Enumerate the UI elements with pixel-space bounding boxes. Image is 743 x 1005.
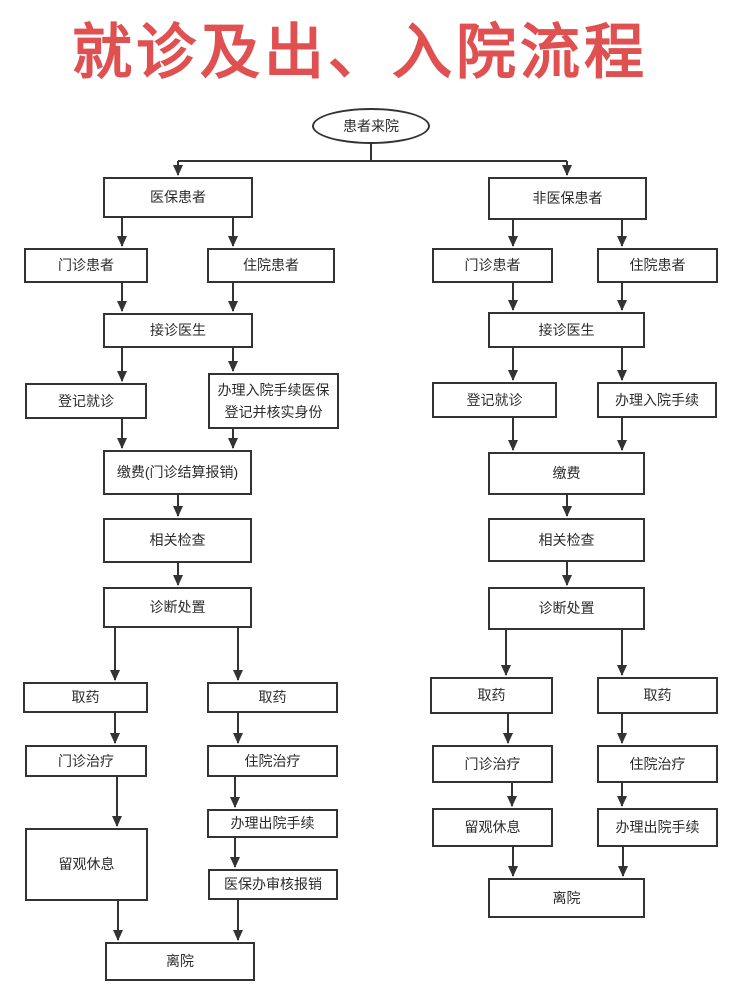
node-insured-insurance-audit: 医保办审核报销 (208, 869, 338, 900)
node-patient-arrival: 患者来院 (312, 108, 430, 144)
node-noninsured-medicine-inpatient: 取药 (597, 677, 718, 714)
node-insured-patient: 医保患者 (103, 177, 253, 218)
node-noninsured-medicine-outpatient: 取药 (430, 677, 553, 714)
node-noninsured-discharge: 办理出院手续 (597, 808, 718, 847)
node-noninsured-outpatient: 门诊患者 (432, 248, 553, 283)
node-noninsured-inpatient: 住院患者 (597, 248, 718, 283)
node-noninsured-inpatient-treatment: 住院治疗 (597, 745, 718, 783)
node-insured-observation-rest: 留观休息 (25, 828, 148, 901)
node-noninsured-observation-rest: 留观休息 (432, 808, 553, 847)
node-insured-doctor: 接诊医生 (103, 313, 253, 348)
insured-branch-connectors (110, 218, 243, 941)
node-noninsured-diagnosis: 诊断处置 (488, 587, 645, 630)
node-insured-medicine-inpatient: 取药 (207, 682, 338, 713)
non-insured-branch-connectors (501, 220, 628, 877)
node-insured-inpatient: 住院患者 (207, 248, 335, 283)
node-noninsured-exam: 相关检查 (488, 518, 645, 562)
node-noninsured-outpatient-treatment: 门诊治疗 (432, 745, 553, 783)
node-noninsured-register: 登记就诊 (432, 382, 557, 418)
node-noninsured-doctor: 接诊医生 (488, 312, 645, 348)
node-insured-inpatient-treatment: 住院治疗 (207, 745, 338, 777)
top-split-connectors (173, 144, 572, 176)
node-noninsured-admission: 办理入院手续 (597, 382, 717, 418)
node-insured-register: 登记就诊 (25, 383, 147, 419)
node-insured-admission: 办理入院手续医保登记并核实身份 (208, 373, 339, 429)
node-noninsured-payment: 缴费 (488, 452, 645, 495)
node-insured-outpatient: 门诊患者 (24, 248, 148, 283)
node-insured-discharge: 办理出院手续 (207, 809, 338, 838)
page-title: 就诊及出、入院流程 (72, 19, 648, 86)
node-insured-outpatient-treatment: 门诊治疗 (25, 745, 147, 777)
node-noninsured-leave: 离院 (488, 878, 645, 918)
node-insured-leave: 离院 (105, 942, 255, 981)
node-insured-payment: 缴费(门诊结算报销) (103, 450, 252, 495)
node-insured-exam: 相关检查 (103, 518, 252, 563)
node-insured-medicine-outpatient: 取药 (23, 682, 148, 713)
node-insured-diagnosis: 诊断处置 (103, 587, 252, 628)
node-noninsured-patient: 非医保患者 (488, 177, 647, 220)
